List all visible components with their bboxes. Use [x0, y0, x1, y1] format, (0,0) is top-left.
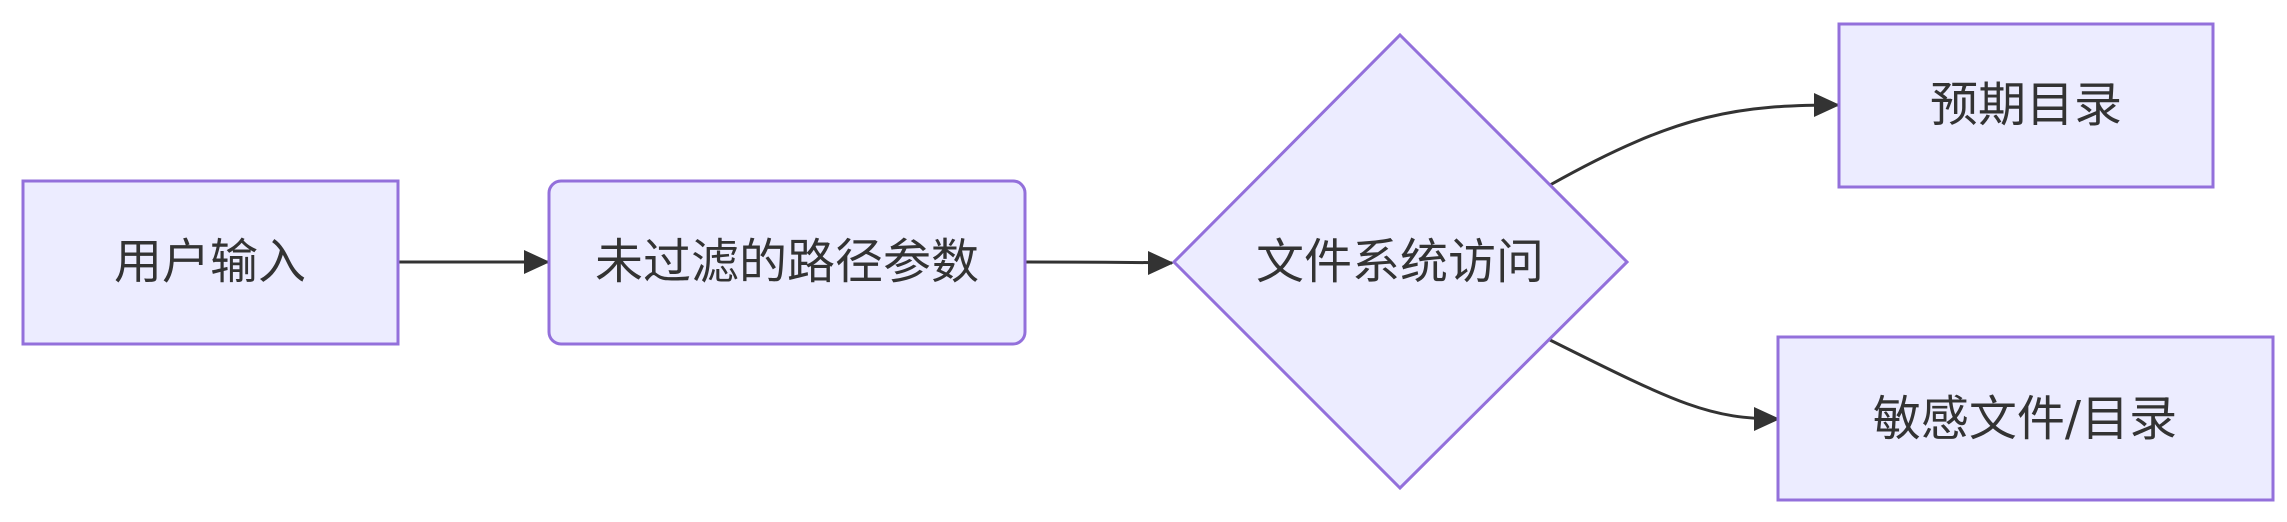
node-user-input-box [21, 179, 400, 346]
arrowhead-expected-dir [1814, 93, 1840, 117]
edge-fs-access-to-expected-dir [1549, 103, 1841, 187]
node-user-input[interactable]: 用户输入 [21, 179, 400, 346]
node-fs-access-label: 文件系统访问 [1256, 234, 1544, 290]
arrowhead-unfiltered-param [524, 250, 550, 274]
arrowhead-sensitive-files [1754, 407, 1780, 431]
node-unfiltered-param[interactable]: 未过滤的路径参数 [547, 179, 1027, 346]
edges [398, 93, 1841, 431]
node-expected-dir-box [1837, 22, 2215, 189]
node-unfiltered-param-label: 未过滤的路径参数 [595, 234, 979, 290]
node-expected-dir[interactable]: 预期目录 [1837, 22, 2215, 189]
node-expected-dir-label: 预期目录 [1930, 77, 2122, 133]
node-sensitive-files-box [1776, 335, 2275, 502]
node-fs-access-diamond [1171, 32, 1630, 491]
node-user-input-label: 用户输入 [114, 234, 306, 290]
node-fs-access[interactable]: 文件系统访问 [1171, 32, 1630, 491]
arrowhead-fs-access [1148, 251, 1174, 275]
edge-fs-access-to-sensitive-files [1549, 338, 1781, 421]
node-unfiltered-param-box [547, 179, 1027, 346]
node-sensitive-files[interactable]: 敏感文件/目录 [1776, 335, 2275, 502]
node-sensitive-files-label: 敏感文件/目录 [1873, 391, 2177, 447]
